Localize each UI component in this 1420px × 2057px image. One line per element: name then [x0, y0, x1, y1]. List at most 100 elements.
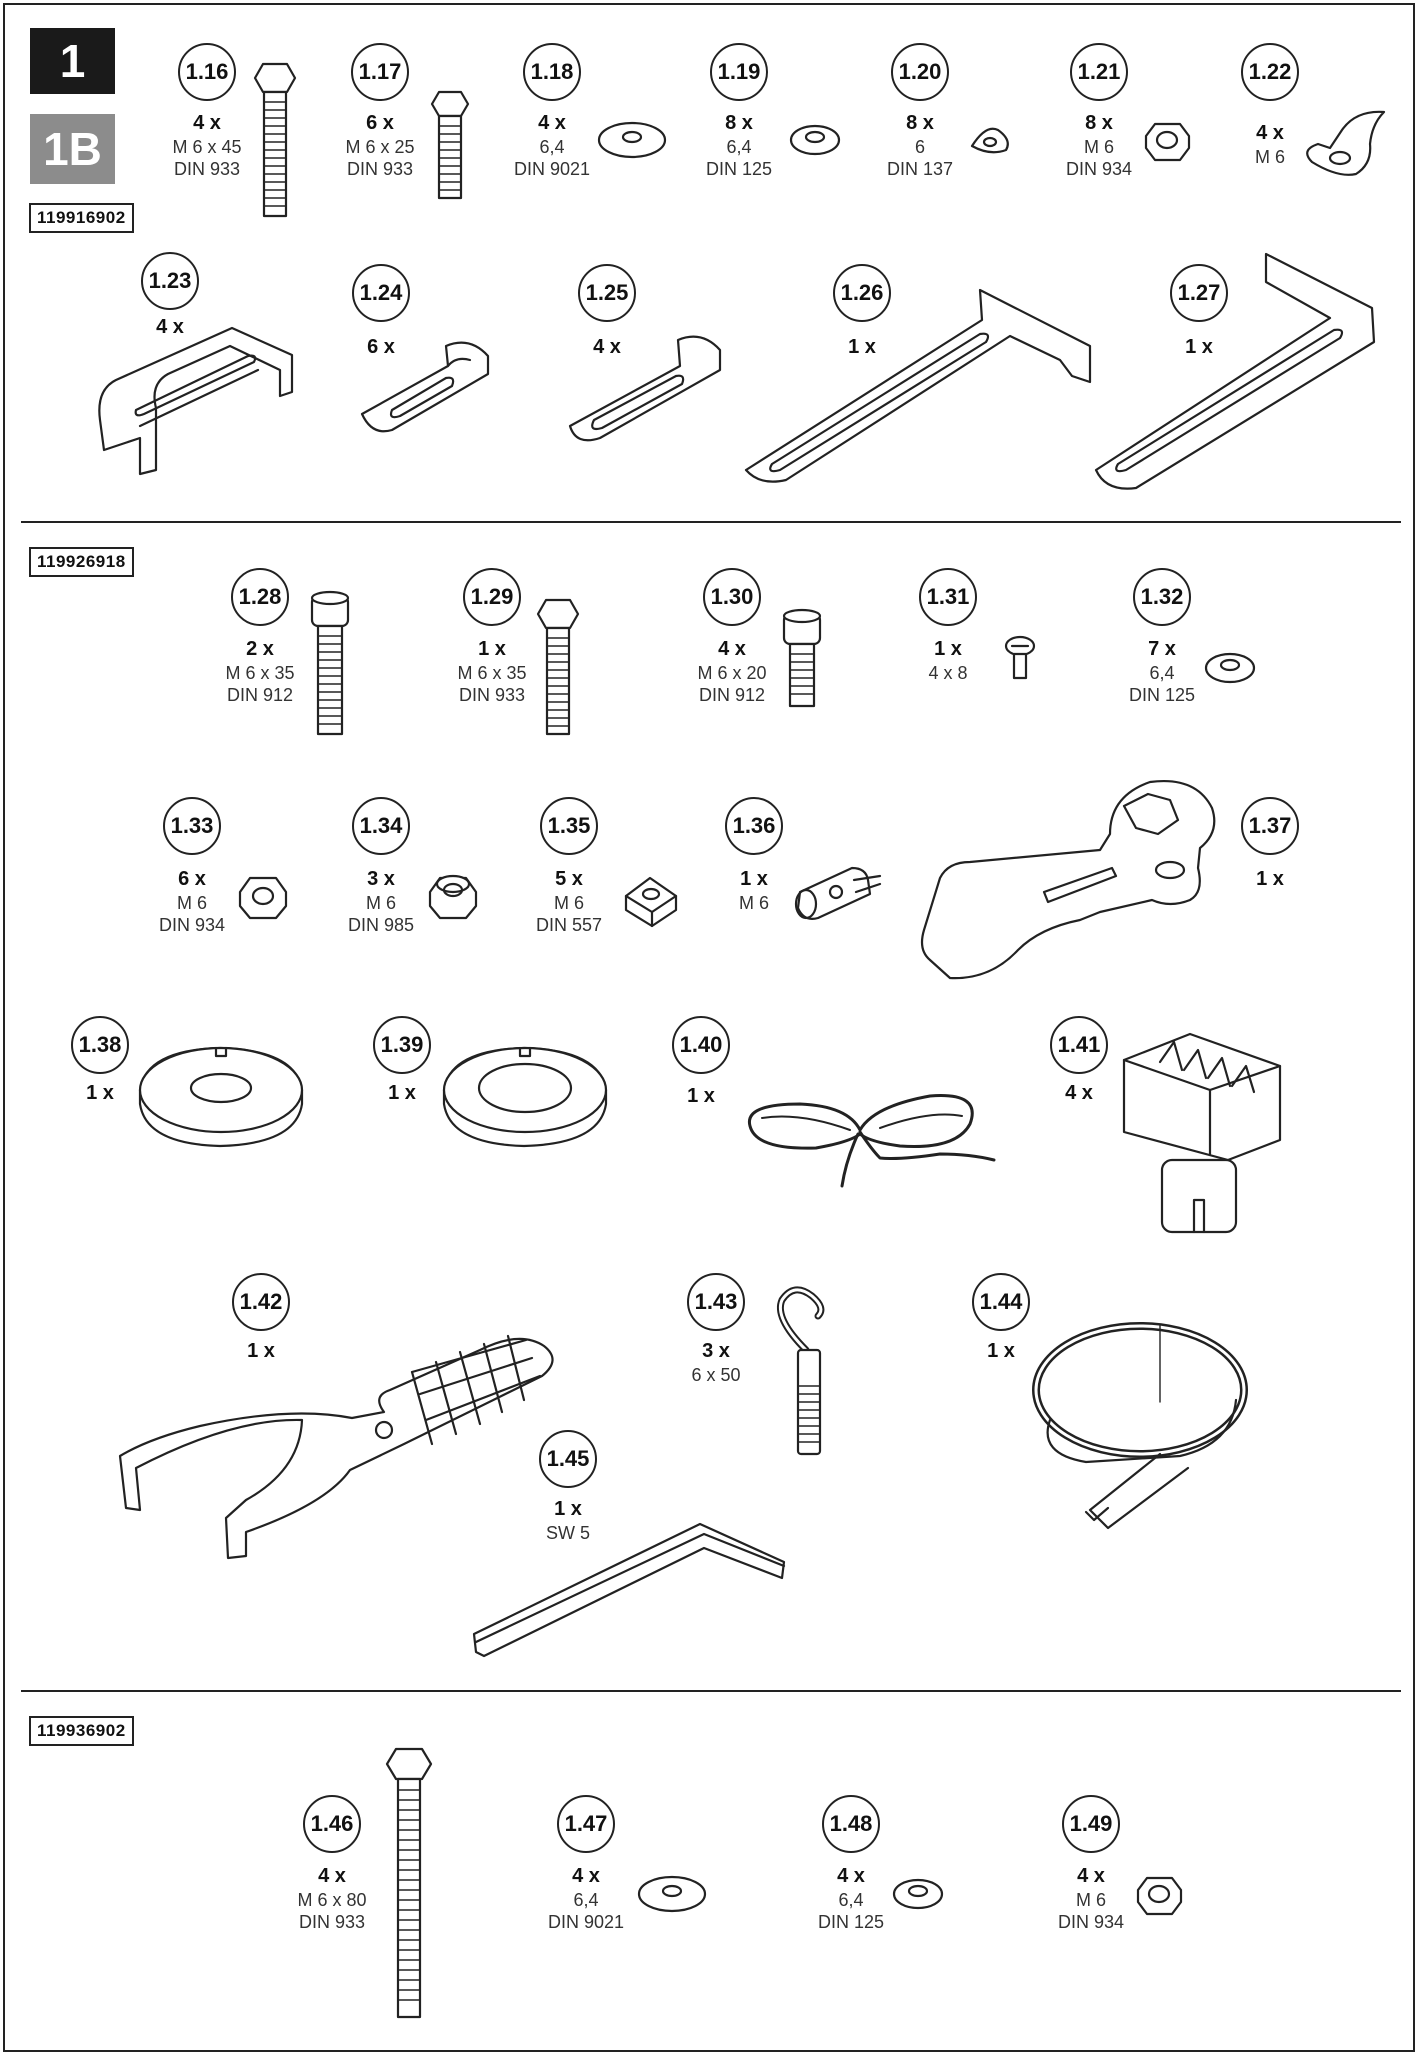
part-label: 1 x [322, 1080, 482, 1106]
part-spec: 6,4 [539, 137, 565, 157]
part-number-badge: 1.23 [141, 252, 199, 310]
part-spec: DIN 934 [158, 915, 226, 935]
lock-nut-1-34-drawing [430, 876, 476, 918]
part-spec: M 6 x 35 [457, 663, 527, 683]
part-quantity: 2 x [246, 638, 274, 660]
part-number-badge: 1.24 [352, 264, 410, 322]
part-quantity: 1 x [1185, 336, 1213, 358]
part-number-badge: 1.35 [540, 797, 598, 855]
part-spec: DIN 933 [173, 159, 241, 179]
part-spec: 6,4 [573, 1890, 599, 1910]
part-quantity: 1 x [86, 1082, 114, 1104]
hex-nut-1-21-drawing [1146, 124, 1189, 160]
page-frame [3, 3, 1415, 2052]
part-quantity: 1 x [554, 1498, 582, 1520]
socket-screw-1-30-drawing [784, 610, 820, 706]
wing-nut-1-22-drawing [1307, 112, 1384, 175]
part-label: 6 x [301, 334, 461, 360]
part-quantity: 4 x [1256, 122, 1284, 144]
part-number-badge: 1.25 [578, 264, 636, 322]
part-number-badge: 1.39 [373, 1016, 431, 1074]
sheet-badge-secondary: 1B [30, 114, 115, 184]
part-number-badge: 1.41 [1050, 1016, 1108, 1074]
part-quantity: 1 x [388, 1082, 416, 1104]
part-spec: M 6 [1075, 1890, 1106, 1910]
part-spec: M 6 x 20 [697, 663, 767, 683]
part-spec: DIN 557 [535, 915, 603, 935]
part-quantity: 4 x [837, 1865, 865, 1887]
section-divider [21, 1690, 1401, 1692]
small-screw-1-31-drawing [1006, 637, 1034, 678]
part-quantity: 1 x [247, 1340, 275, 1362]
long-l-bracket-1-26-drawing [746, 290, 1090, 482]
part-spec: M 6 x 80 [297, 1890, 367, 1910]
part-number-badge: 1.31 [919, 568, 977, 626]
part-number-badge: 1.28 [231, 568, 289, 626]
hex-nut-1-33-drawing [240, 878, 286, 918]
part-spec: M 6 [553, 893, 584, 913]
part-spec: M 6 [365, 893, 396, 913]
part-quantity: 4 x [156, 316, 184, 338]
part-label: 1 x [621, 1083, 781, 1109]
part-spec: DIN 125 [705, 159, 773, 179]
part-number-badge: 1.38 [71, 1016, 129, 1074]
part-label: 4 x [999, 1080, 1159, 1106]
l-bracket-1-24-drawing [362, 343, 488, 432]
part-quantity: 8 x [1085, 112, 1113, 134]
part-number-badge: 1.42 [232, 1273, 290, 1331]
part-number-badge: 1.45 [539, 1430, 597, 1488]
part-spec: DIN 985 [347, 915, 415, 935]
part-spec: 6,4 [1149, 663, 1175, 683]
part-spec: 4 x 8 [928, 663, 968, 683]
section-divider [21, 521, 1401, 523]
hex-bolt-1-17-drawing [432, 92, 468, 198]
strap-band-1-44-drawing [1036, 1326, 1244, 1528]
part-quantity: 4 x [572, 1865, 600, 1887]
part-number-badge: 1.22 [1241, 43, 1299, 101]
part-spec: M 6 x 25 [345, 137, 415, 157]
part-quantity: 1 x [848, 336, 876, 358]
part-number-badge: 1.36 [725, 797, 783, 855]
part-quantity: 6 x [367, 336, 395, 358]
hex-nut-1-49-drawing [1138, 1878, 1181, 1914]
part-quantity: 4 x [1065, 1082, 1093, 1104]
part-spec: DIN 933 [298, 1912, 366, 1932]
part-number-badge: 1.19 [710, 43, 768, 101]
spring-washer-1-20-drawing [972, 129, 1008, 153]
part-spec: DIN 934 [1065, 159, 1133, 179]
l-bracket-1-25-drawing [570, 337, 720, 441]
part-number-badge: 1.47 [557, 1795, 615, 1853]
part-number-badge: 1.40 [672, 1016, 730, 1074]
part-number-badge: 1.49 [1062, 1795, 1120, 1853]
part-quantity: 6 x [178, 868, 206, 890]
part-label: 4 x [90, 314, 250, 340]
part-label: 1 x [782, 334, 942, 360]
part-quantity: 1 x [687, 1085, 715, 1107]
part-quantity: 4 x [593, 336, 621, 358]
part-spec: M 6 [1254, 147, 1285, 167]
spanner-tool-1-37-drawing [922, 781, 1214, 978]
section-part-number: 119936902 [29, 1716, 134, 1746]
part-spec: M 6 x 35 [225, 663, 295, 683]
part-spec: DIN 137 [886, 159, 954, 179]
part-quantity: 4 x [538, 112, 566, 134]
part-quantity: 8 x [725, 112, 753, 134]
part-number-badge: 1.34 [352, 797, 410, 855]
part-quantity: 1 x [478, 638, 506, 660]
part-number-badge: 1.33 [163, 797, 221, 855]
part-quantity: 4 x [718, 638, 746, 660]
part-number-badge: 1.21 [1070, 43, 1128, 101]
part-spec: 6 [914, 137, 925, 157]
part-number-badge: 1.32 [1133, 568, 1191, 626]
part-spec: DIN 912 [698, 685, 766, 705]
